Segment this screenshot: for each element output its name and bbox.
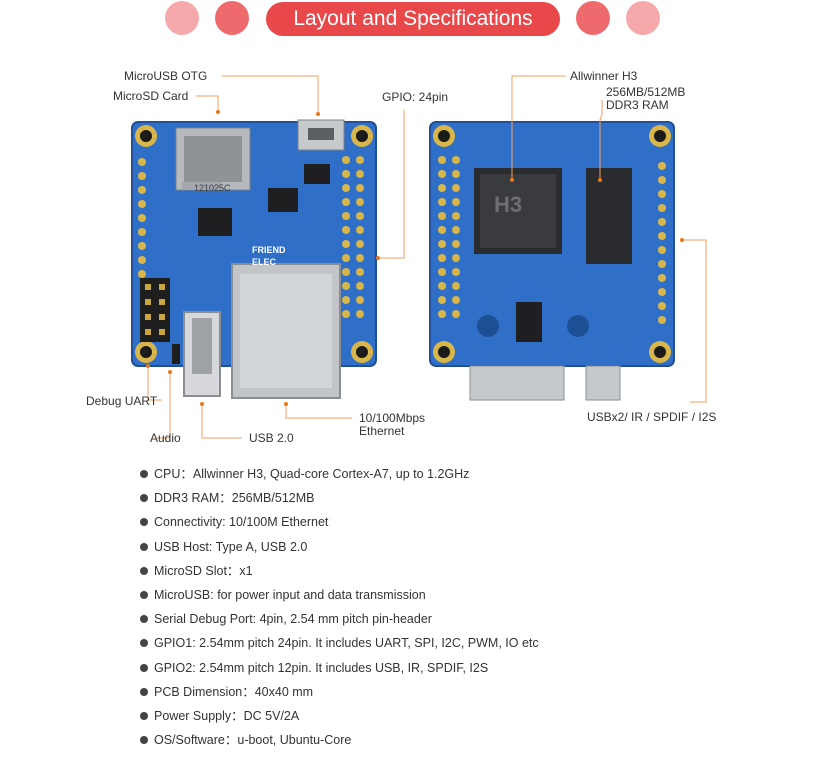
list-item: GPIO2: 2.54mm pitch 12pin. It includes U… — [137, 656, 539, 680]
label-ram-line1: 256MB/512MB — [606, 85, 686, 99]
board-brand-line1: FRIEND — [252, 245, 286, 255]
banner-title: Layout and Specifications — [293, 7, 533, 30]
decor-dot — [165, 1, 199, 35]
label-ethernet-line1: 10/100Mbps — [359, 411, 426, 425]
section-banner: Layout and Specifications — [266, 2, 560, 36]
board-brand-line2: ELEC — [252, 257, 277, 267]
board-card-code: 121025C — [194, 183, 231, 193]
spec-list: CPU：Allwinner H3, Quad-core Cortex-A7, u… — [137, 462, 539, 752]
list-item: Serial Debug Port: 4pin, 2.54 mm pitch p… — [137, 607, 539, 631]
label-soc: Allwinner H3 — [570, 69, 638, 83]
label-microsd-card: MicroSD Card — [113, 89, 189, 103]
list-item: PCB Dimension：40x40 mm — [137, 680, 539, 704]
list-item: CPU：Allwinner H3, Quad-core Cortex-A7, u… — [137, 462, 539, 486]
label-audio: Audio — [150, 431, 181, 445]
board-soc-mark: H3 — [494, 192, 523, 217]
list-item: OS/Software：u-boot, Ubuntu-Core — [137, 728, 539, 752]
board-back-illustration — [429, 121, 675, 401]
decor-dot — [215, 1, 249, 35]
list-item: MicroSD Slot：x1 — [137, 559, 539, 583]
decor-dot — [576, 1, 610, 35]
decor-dot — [626, 1, 660, 35]
list-item: MicroUSB: for power input and data trans… — [137, 583, 539, 607]
list-item: GPIO1: 2.54mm pitch 24pin. It includes U… — [137, 631, 539, 655]
label-debug-uart: Debug UART — [86, 394, 158, 408]
board-front-illustration — [131, 119, 377, 399]
list-item: DDR3 RAM：256MB/512MB — [137, 486, 539, 510]
label-usb: USB 2.0 — [249, 431, 294, 445]
label-gpio: GPIO: 24pin — [382, 90, 449, 104]
label-ethernet-line2: Ethernet — [359, 424, 405, 438]
label-io: USBx2/ IR / SPDIF / I2S — [587, 410, 717, 424]
label-microusb-otg: MicroUSB OTG — [124, 69, 208, 83]
label-ram-line2: DDR3 RAM — [606, 98, 669, 112]
list-item: Power Supply：DC 5V/2A — [137, 704, 539, 728]
list-item: Connectivity: 10/100M Ethernet — [137, 510, 539, 534]
list-item: USB Host: Type A, USB 2.0 — [137, 535, 539, 559]
